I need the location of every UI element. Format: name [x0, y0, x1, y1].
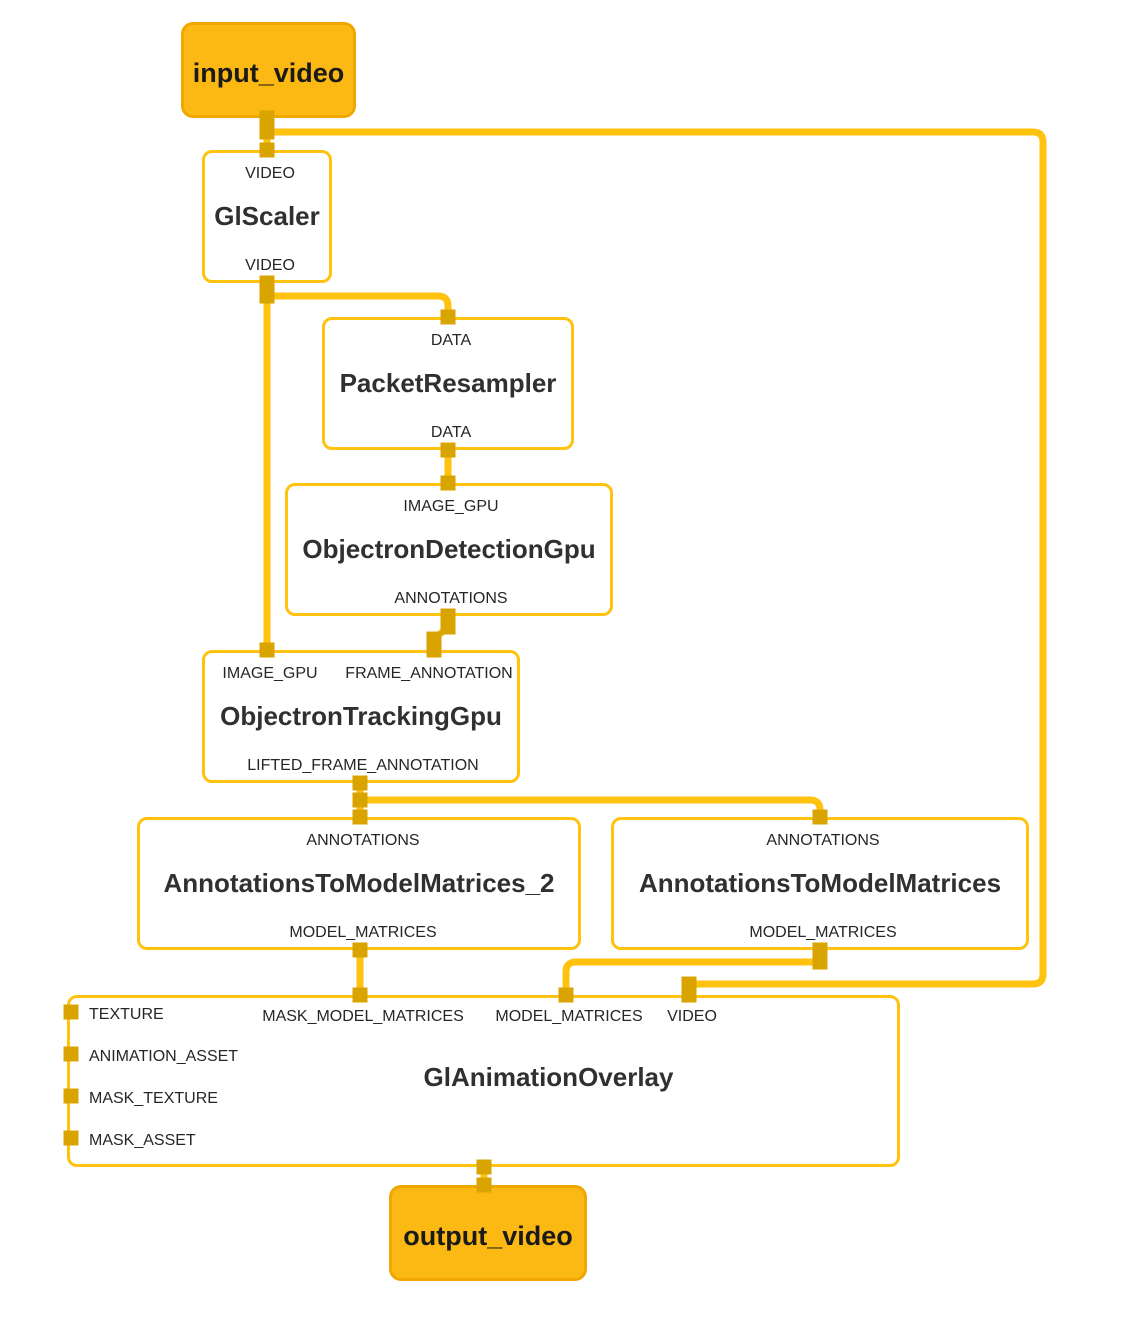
port-label-packetresampler-out-data: DATA: [430, 424, 472, 441]
node-title-gl-scaler: GlScaler: [214, 201, 320, 231]
edge-junction[interactable]: [259, 124, 275, 140]
side-port-gl_animation_overlay[interactable]: [63, 1004, 79, 1020]
side-port-gl_animation_overlay[interactable]: [63, 1088, 79, 1104]
port-gl_animation_overlay[interactable]: [558, 987, 574, 1003]
node-output-video[interactable]: output_video: [389, 1185, 587, 1281]
edge-junction[interactable]: [352, 792, 368, 808]
port-annotations_to_model_matrices_2[interactable]: [352, 942, 368, 958]
port-label-overlay-in-mask-texture: MASK_TEXTURE: [89, 1090, 218, 1107]
port-label-tracking-in-image-gpu: IMAGE_GPU: [222, 665, 318, 682]
edge-junction[interactable]: [259, 288, 275, 304]
port-annotations_to_model_matrices[interactable]: [812, 809, 828, 825]
node-packet-resampler[interactable]: DATA PacketResampler DATA: [322, 317, 574, 450]
port-label-tracking-in-frame-annotation: FRAME_ANNOTATION: [345, 665, 513, 682]
node-title-packet-resampler: PacketResampler: [339, 368, 557, 398]
edge: [267, 292, 452, 317]
port-label-overlay-in-model-matrices: MODEL_MATRICES: [495, 1008, 643, 1025]
port-gl_scaler[interactable]: [259, 275, 275, 291]
port-label-atmm2-out-model-matrices: MODEL_MATRICES: [289, 924, 437, 941]
edge: [360, 796, 824, 817]
port-label-atmm-out-model-matrices: MODEL_MATRICES: [749, 924, 897, 941]
node-gl-animation-overlay[interactable]: MASK_MODEL_MATRICES MODEL_MATRICES VIDEO…: [67, 995, 900, 1167]
port-label-detection-in-image-gpu: IMAGE_GPU: [403, 498, 499, 515]
port-annotations_to_model_matrices[interactable]: [812, 942, 828, 958]
node-title-annotations-to-model-matrices-2: AnnotationsToModelMatrices_2: [163, 868, 555, 898]
node-gl-scaler[interactable]: VIDEO GlScaler VIDEO: [202, 150, 332, 283]
port-label-atmm2-in-annotations: ANNOTATIONS: [306, 832, 420, 849]
edge-junction[interactable]: [440, 619, 456, 635]
edge-junction[interactable]: [426, 631, 442, 647]
side-port-gl_animation_overlay[interactable]: [63, 1046, 79, 1062]
node-title-gl-animation-overlay: GlAnimationOverlay: [423, 1062, 674, 1092]
node-objectron-tracking-gpu[interactable]: IMAGE_GPU FRAME_ANNOTATION ObjectronTrac…: [202, 650, 520, 783]
port-label-overlay-in-video: VIDEO: [667, 1008, 717, 1025]
in-port-output_video[interactable]: [476, 1177, 492, 1193]
port-label-detection-out-annotations: ANNOTATIONS: [394, 590, 508, 607]
port-label-tracking-out-lifted: LIFTED_FRAME_ANNOTATION: [247, 757, 479, 774]
port-gl_animation_overlay[interactable]: [352, 987, 368, 1003]
port-objectron_detection_gpu[interactable]: [440, 475, 456, 491]
node-annotations-to-model-matrices[interactable]: ANNOTATIONS AnnotationsToModelMatrices M…: [611, 817, 1029, 950]
port-label-packetresampler-in-data: DATA: [430, 332, 472, 349]
edge-junction[interactable]: [812, 954, 828, 970]
node-annotations-to-model-matrices-2[interactable]: ANNOTATIONS AnnotationsToModelMatrices_2…: [137, 817, 581, 950]
node-title-objectron-tracking-gpu: ObjectronTrackingGpu: [220, 701, 502, 731]
port-label-glscaler-in-video: VIDEO: [245, 165, 295, 182]
port-label-overlay-in-animation-asset: ANIMATION_ASSET: [89, 1048, 239, 1065]
port-label-overlay-in-mask-model-matrices: MASK_MODEL_MATRICES: [262, 1008, 464, 1025]
port-label-atmm-in-annotations: ANNOTATIONS: [766, 832, 880, 849]
port-label-overlay-in-mask-asset: MASK_ASSET: [89, 1132, 196, 1149]
out-port-input_video[interactable]: [259, 110, 275, 126]
node-title-input-video: input_video: [192, 58, 345, 88]
port-gl_scaler[interactable]: [259, 142, 275, 158]
node-title-output-video: output_video: [403, 1221, 573, 1251]
edge-junction[interactable]: [681, 976, 697, 992]
node-input-video[interactable]: input_video: [181, 22, 356, 118]
node-title-objectron-detection-gpu: ObjectronDetectionGpu: [302, 534, 596, 564]
port-packet_resampler[interactable]: [440, 309, 456, 325]
port-objectron_tracking_gpu[interactable]: [259, 642, 275, 658]
node-title-annotations-to-model-matrices: AnnotationsToModelMatrices: [638, 868, 1002, 898]
port-annotations_to_model_matrices_2[interactable]: [352, 809, 368, 825]
port-packet_resampler[interactable]: [440, 442, 456, 458]
port-label-overlay-in-texture: TEXTURE: [89, 1006, 164, 1023]
port-gl_animation_overlay[interactable]: [476, 1159, 492, 1175]
side-port-gl_animation_overlay[interactable]: [63, 1130, 79, 1146]
port-objectron_tracking_gpu[interactable]: [352, 775, 368, 791]
node-objectron-detection-gpu[interactable]: IMAGE_GPU ObjectronDetectionGpu ANNOTATI…: [285, 483, 613, 616]
port-label-glscaler-out-video: VIDEO: [245, 257, 295, 274]
